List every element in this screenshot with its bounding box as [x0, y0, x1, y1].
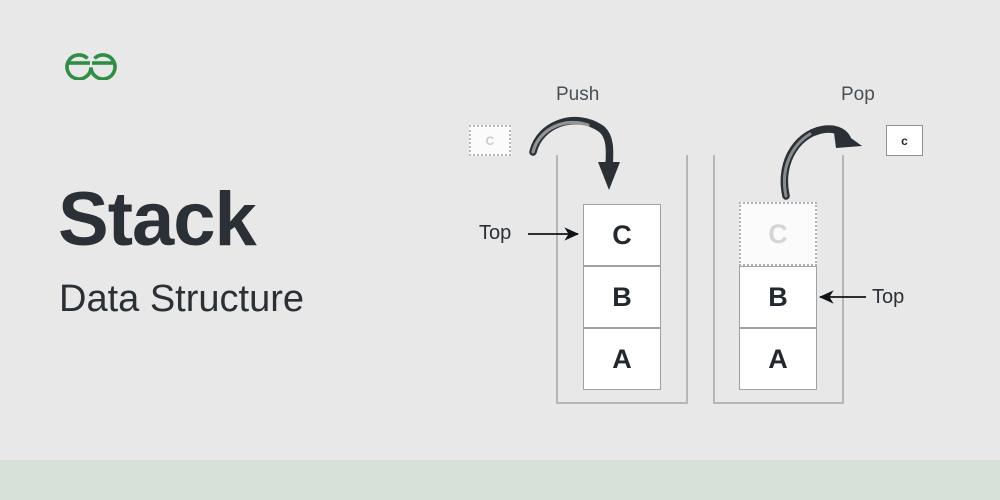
pop-stack-cell-bottom: A [739, 328, 817, 390]
bottom-accent-band [0, 460, 1000, 500]
page-subtitle: Data Structure [59, 278, 304, 320]
pop-stack-cell-removed: C [739, 202, 817, 266]
push-operation-label: Push [556, 84, 600, 105]
pop-top-pointer-label: Top [872, 286, 905, 308]
pop-stack-cell-top: B [739, 266, 817, 328]
push-stack-cell-bottom: A [583, 328, 661, 390]
pop-outgoing-element-box: c [886, 125, 923, 156]
geeksforgeeks-logo [60, 44, 122, 81]
pop-stack-container [713, 155, 844, 404]
push-incoming-element-box: C [469, 125, 511, 156]
push-stack-cell-top: C [583, 204, 661, 266]
push-stack-container [556, 155, 688, 404]
push-top-pointer-label: Top [479, 222, 512, 244]
pop-operation-label: Pop [841, 84, 875, 105]
page-title: Stack [58, 177, 257, 262]
push-stack-cell-middle: B [583, 266, 661, 328]
